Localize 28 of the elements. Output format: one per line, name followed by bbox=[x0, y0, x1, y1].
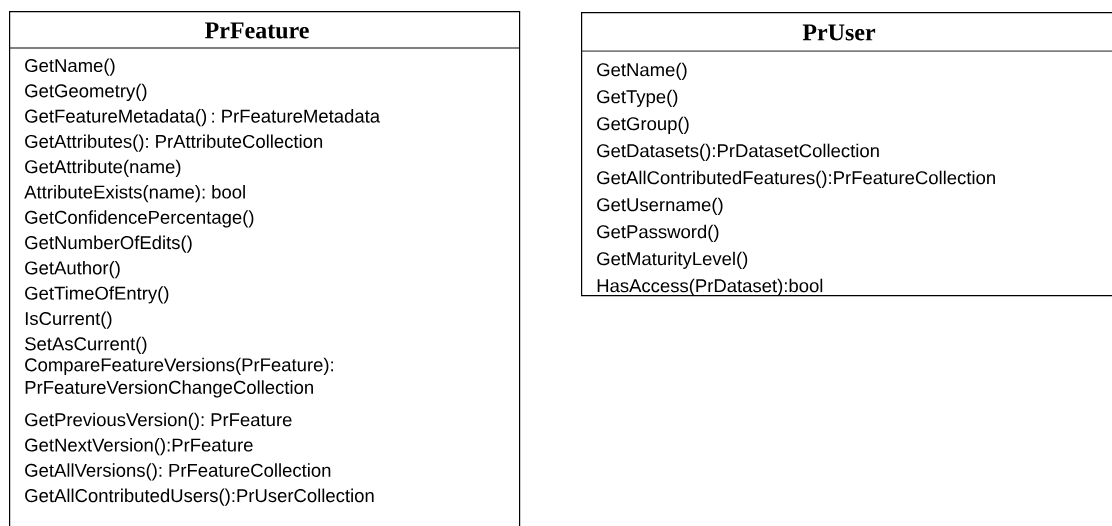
method-text: GetAuthor() bbox=[25, 260, 120, 279]
method-text: GetAttribute(name) bbox=[25, 159, 181, 177]
method-text: GetMaturityLevel() bbox=[597, 251, 748, 269]
method-text: GetType() bbox=[597, 89, 678, 107]
method-text: GetConfidencePercentage() bbox=[25, 210, 254, 228]
method-text: GetPassword() bbox=[597, 224, 719, 242]
method-text: GetPreviousVersion(): PrFeature bbox=[25, 412, 292, 430]
method-text: GetFeatureMetadata() : PrFeatureMetadata bbox=[25, 109, 381, 127]
method-text: HasAccess(PrDataset):bool bbox=[597, 278, 823, 296]
class-box: PrUser GetName() GetType() GetGroup() GetDatasets():PrDatasetCollection GetAllContributedFeatures():PrFeatureCollection GetUsername() GetPassword() GetMaturityLevel() HasAccess(PrDataset):bool bbox=[580, 12, 1112, 297]
method-text: GetTimeOfEntry() bbox=[25, 286, 169, 304]
method-text: GetName() bbox=[25, 58, 115, 76]
method-text: GetUsername() bbox=[597, 197, 723, 215]
method-text: CompareFeatureVersions(PrFeature): PrFeatureVersionChangeCollection bbox=[25, 357, 333, 398]
method-text: GetNextVersion():PrFeature bbox=[25, 438, 253, 456]
method-text: GetAllVersions(): PrFeatureCollection bbox=[25, 463, 331, 481]
class-box: PrFeature GetName() GetGeometry() GetFeatureMetadata() : PrFeatureMetadata GetAttributes(): PrAttributeCollection GetAttribute(name) AttributeExists(name): bool GetConfidencePercentage() GetNumberOfEdits() GetAuthor() GetTimeOfEntry() IsCurrent() SetAsCurrent() CompareFeatureVersions(PrFeature): PrFeatureVersionChangeCollection GetPreviousVersion(): PrFeature GetNextVersion():PrFeature GetAllVersions(): PrFeatureCollection GetAllContributedUsers():PrUserCollection bbox=[8, 11, 521, 526]
method-text: GetAllContributedUsers():PrUserCollection bbox=[25, 488, 374, 506]
method-text: GetGroup() bbox=[597, 116, 689, 134]
method-text: SetAsCurrent() bbox=[25, 336, 147, 355]
method-text: GetDatasets():PrDatasetCollection bbox=[597, 143, 879, 161]
method-text: GetNumberOfEdits() bbox=[25, 235, 192, 253]
method-text: IsCurrent() bbox=[25, 311, 112, 329]
method-text: GetGeometry() bbox=[25, 83, 147, 102]
method-text: GetAllContributedFeatures():PrFeatureCollection bbox=[597, 170, 995, 188]
method-text: GetAttributes(): PrAttributeCollection bbox=[25, 134, 323, 152]
method-text: GetName() bbox=[597, 62, 687, 80]
method-text: AttributeExists(name): bool bbox=[24, 185, 245, 203]
